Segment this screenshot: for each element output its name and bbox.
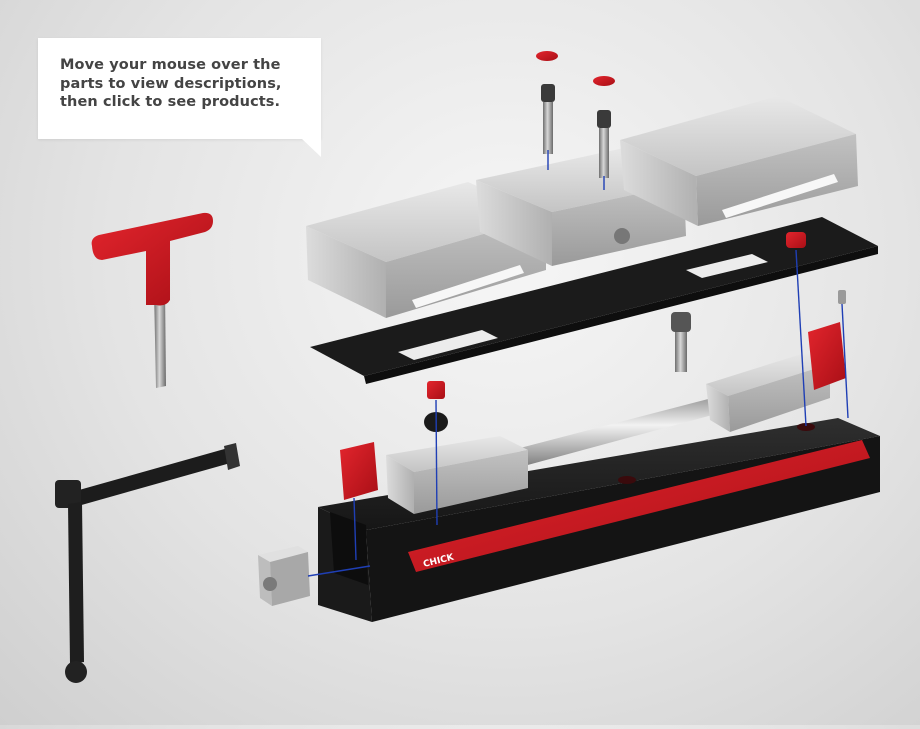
slider-side xyxy=(386,455,414,514)
plate-cutout xyxy=(686,254,768,278)
screw-head xyxy=(597,110,611,128)
nut-top xyxy=(258,546,308,562)
pin[interactable] xyxy=(838,290,846,304)
nut-front xyxy=(270,552,310,606)
end-stop-right[interactable] xyxy=(808,322,846,390)
guide-line xyxy=(795,249,807,427)
slider-top xyxy=(386,436,528,472)
guide-line xyxy=(353,497,357,561)
bushing-red xyxy=(427,381,445,399)
red-cap xyxy=(593,76,615,86)
end-stop-left[interactable] xyxy=(340,442,378,500)
pin-body xyxy=(838,290,846,304)
slider-front xyxy=(728,364,830,432)
rod xyxy=(520,398,716,466)
vise-base[interactable]: CHICK xyxy=(318,418,880,622)
wrench-shaft xyxy=(154,288,166,388)
screw-head xyxy=(671,312,691,332)
handle-arm xyxy=(72,448,234,506)
screw-thread xyxy=(543,102,553,154)
end-stop-face xyxy=(808,322,846,390)
plate-edge xyxy=(364,246,878,384)
instruction-text: Move your mouse over the parts to view d… xyxy=(60,57,282,110)
slider-side xyxy=(706,384,730,432)
screw-thread xyxy=(599,128,609,178)
guide-line xyxy=(307,565,371,577)
jaw-side xyxy=(476,180,552,266)
red-cap-right[interactable] xyxy=(593,76,615,86)
jaw-front xyxy=(552,184,686,266)
slider-left[interactable] xyxy=(386,436,528,514)
square-nut[interactable] xyxy=(258,546,310,606)
red-cap-left[interactable] xyxy=(536,51,558,61)
jaw-front xyxy=(696,134,858,226)
guide-line xyxy=(435,399,438,526)
screw-head xyxy=(541,84,555,102)
screw-thread xyxy=(675,332,687,372)
red-bushing[interactable] xyxy=(427,381,445,399)
handle-grip xyxy=(68,502,84,664)
slider-front xyxy=(414,450,528,514)
jaw-slot xyxy=(722,174,838,218)
jaw-top xyxy=(620,96,856,176)
base-red-stripe xyxy=(408,440,870,572)
end-stop-face xyxy=(340,442,378,500)
crank-handle[interactable] xyxy=(55,443,240,683)
red-cap xyxy=(786,232,806,248)
jaw-center-hole xyxy=(614,228,630,244)
handle-joint xyxy=(55,480,81,508)
jaw-plate-right[interactable] xyxy=(620,96,858,226)
jaw-slot xyxy=(412,265,524,308)
cap-screw-base[interactable] xyxy=(671,312,691,372)
plate-cutout xyxy=(398,330,498,360)
mounting-plate[interactable] xyxy=(310,217,878,384)
handle-hex-end xyxy=(224,443,240,470)
slider-top xyxy=(706,352,830,396)
handle-ball xyxy=(65,661,87,683)
plate-top xyxy=(310,217,878,376)
cap-screw-right[interactable] xyxy=(597,110,611,178)
wrench-red-grip xyxy=(91,212,213,306)
instruction-callout: Move your mouse over the parts to view d… xyxy=(38,38,321,157)
guide-rod[interactable] xyxy=(520,398,716,466)
slider-right[interactable] xyxy=(706,352,830,432)
t-handle-wrench[interactable] xyxy=(91,212,213,388)
base-slot xyxy=(330,512,368,585)
base-hole xyxy=(797,423,815,431)
guide-line xyxy=(841,303,849,419)
nut-hole xyxy=(263,577,277,591)
red-cap-base[interactable] xyxy=(786,232,806,248)
cap-screw-left[interactable] xyxy=(541,84,555,154)
jaw-side xyxy=(620,140,698,226)
jaw-side xyxy=(306,226,386,318)
base-hole xyxy=(618,476,636,484)
assembly-guide-lines xyxy=(307,150,849,577)
red-cap xyxy=(536,51,558,61)
